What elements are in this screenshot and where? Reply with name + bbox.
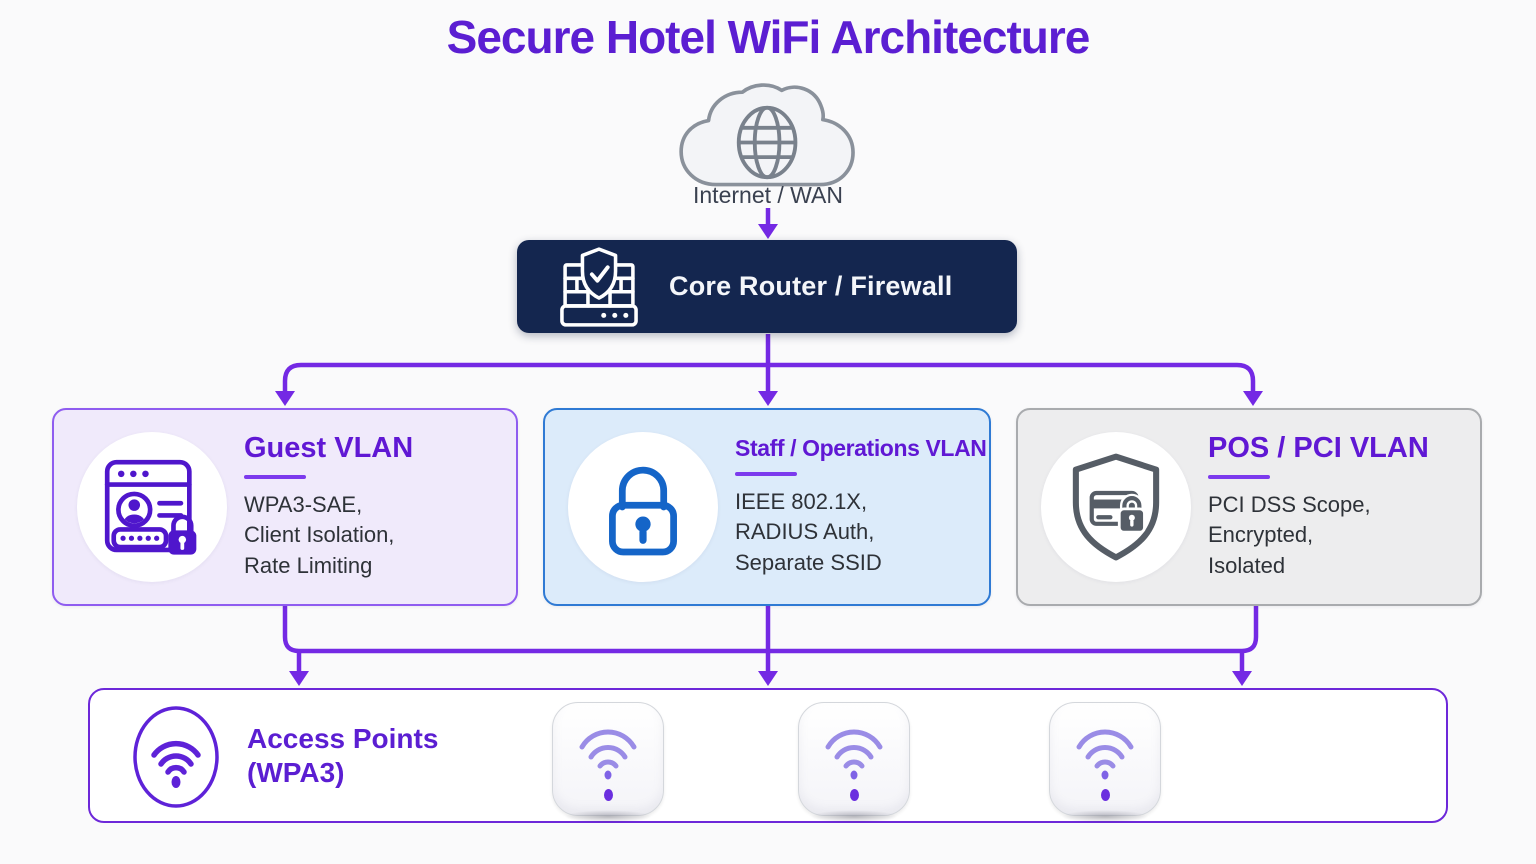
pos-vlan-details: PCI DSS Scope, Encrypted, Isolated bbox=[1208, 491, 1371, 579]
page-title: Secure Hotel WiFi Architecture bbox=[446, 11, 1091, 63]
wifi-icon bbox=[133, 706, 219, 808]
access-point-device bbox=[1049, 702, 1161, 823]
pos-vlan-underline bbox=[1208, 475, 1270, 479]
staff-vlan-title: Staff / Operations VLAN bbox=[735, 435, 987, 462]
access-point-device bbox=[552, 702, 664, 823]
wifi-icon bbox=[1076, 729, 1134, 780]
staff-vlan-details: IEEE 802.1X, RADIUS Auth, Separate SSID bbox=[735, 488, 882, 576]
pos-vlan-card: POS / PCI VLAN PCI DSS Scope, Encrypted,… bbox=[1016, 408, 1482, 606]
shield-credit-card-icon bbox=[1072, 453, 1160, 561]
pos-vlan-title: POS / PCI VLAN bbox=[1208, 432, 1429, 465]
internet-label: Internet / WAN bbox=[693, 182, 843, 208]
status-led bbox=[1100, 789, 1110, 801]
guest-vlan-details: WPA3-SAE, Client Isolation, Rate Limitin… bbox=[244, 491, 395, 579]
guest-vlan-icon-circle bbox=[77, 432, 227, 582]
wifi-icon bbox=[579, 729, 637, 780]
status-led bbox=[603, 789, 613, 801]
cloud-icon bbox=[679, 83, 855, 187]
staff-vlan-icon-circle bbox=[568, 432, 718, 582]
guest-vlan-underline bbox=[244, 475, 306, 479]
guest-vlan-card: Guest VLAN WPA3-SAE, Client Isolation, R… bbox=[52, 408, 518, 606]
access-point-device bbox=[798, 702, 910, 823]
globe-icon bbox=[736, 105, 798, 180]
router-label: Core Router / Firewall bbox=[669, 271, 953, 301]
pos-vlan-icon-circle bbox=[1041, 432, 1191, 582]
wifi-icon bbox=[825, 729, 883, 780]
staff-vlan-underline bbox=[735, 472, 797, 476]
guest-vlan-title: Guest VLAN bbox=[244, 432, 414, 465]
access-points-panel bbox=[88, 688, 1448, 823]
access-points-label: Access Points (WPA3) bbox=[247, 723, 439, 788]
firewall-icon bbox=[560, 246, 638, 327]
status-led bbox=[849, 789, 859, 801]
staff-vlan-card: Staff / Operations VLAN IEEE 802.1X, RAD… bbox=[543, 408, 991, 606]
padlock-icon bbox=[609, 466, 677, 556]
core-router-box: Core Router / Firewall bbox=[517, 240, 1017, 333]
captive-portal-lock-icon bbox=[104, 459, 197, 555]
